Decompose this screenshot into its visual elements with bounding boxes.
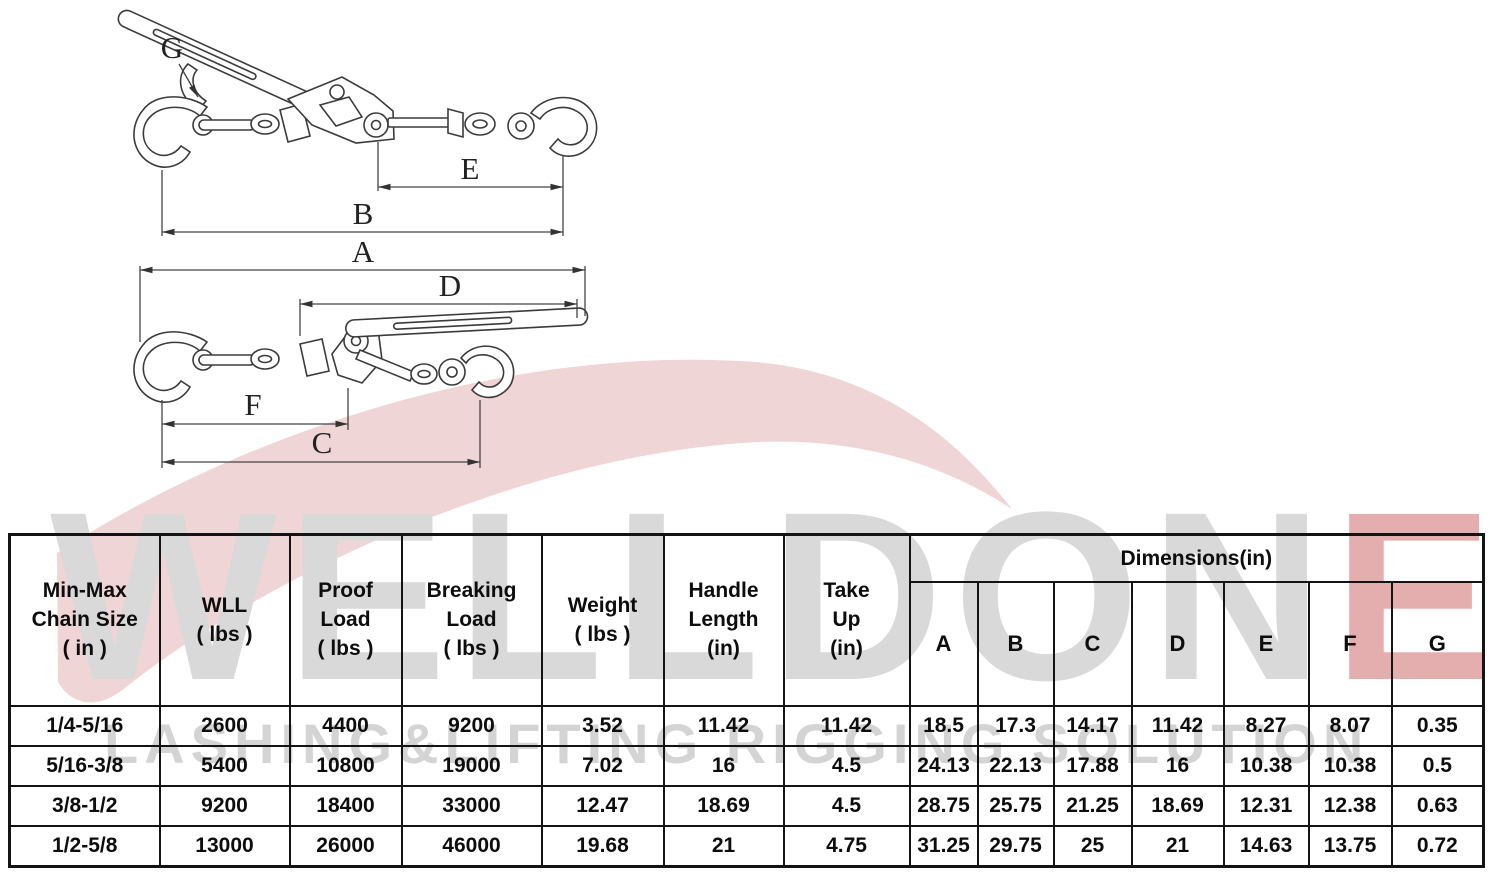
header-dim-b: B [976, 581, 1055, 707]
dimension-label-d: D [439, 268, 461, 303]
spec-cell: 18.69 [1130, 785, 1225, 827]
spec-cell: 19000 [400, 745, 543, 787]
dimension-label-g: G [161, 30, 183, 65]
spec-cell: 12.47 [540, 785, 665, 827]
header-take-up: Take Up (in) [782, 533, 911, 707]
spec-cell: 0.72 [1390, 825, 1485, 868]
spec-cell: 9200 [158, 785, 291, 827]
spec-cell: 8.27 [1222, 705, 1310, 747]
spec-cell: 11.42 [782, 705, 911, 747]
spec-cell: 4400 [288, 705, 403, 747]
spec-cell: 24.13 [908, 745, 979, 787]
dimension-label-f: F [244, 387, 261, 422]
dimension-label-a: A [352, 234, 375, 269]
spec-cell: 22.13 [976, 745, 1055, 787]
spec-cell: 10800 [288, 745, 403, 787]
spec-cell: 10.38 [1307, 745, 1393, 787]
spec-cell: 13.75 [1307, 825, 1393, 868]
spec-cell: 18.69 [662, 785, 785, 827]
header-dim-f: F [1307, 581, 1393, 707]
header-proof-load: Proof Load ( lbs ) [288, 533, 403, 707]
spec-cell: 21 [662, 825, 785, 868]
spec-cell: 28.75 [908, 785, 979, 827]
header-breaking-load: Breaking Load ( lbs ) [400, 533, 543, 707]
spec-cell: 5/16-3/8 [8, 745, 161, 787]
spec-cell: 9200 [400, 705, 543, 747]
spec-cell: 29.75 [976, 825, 1055, 868]
spec-cell: 0.5 [1390, 745, 1485, 787]
spec-cell: 12.38 [1307, 785, 1393, 827]
spec-cell: 31.25 [908, 825, 979, 868]
spec-cell: 4.5 [782, 745, 911, 787]
spec-cell: 21.25 [1052, 785, 1133, 827]
spec-cell: 19.68 [540, 825, 665, 868]
spec-cell: 18400 [288, 785, 403, 827]
spec-cell: 11.42 [1130, 705, 1225, 747]
header-wll: WLL ( lbs ) [158, 533, 291, 707]
spec-cell: 25.75 [976, 785, 1055, 827]
spec-cell: 7.02 [540, 745, 665, 787]
spec-cell: 0.35 [1390, 705, 1485, 747]
header-chain-size: Min-Max Chain Size ( in ) [8, 533, 161, 707]
binder-technical-drawing: G E B A D F C [117, 9, 598, 468]
dimension-lines: G E B A D F C [139, 30, 586, 468]
spec-table: Min-Max Chain Size ( in ) WLL ( lbs ) Pr… [8, 533, 1486, 868]
spec-cell: 1/4-5/16 [8, 705, 161, 747]
spec-cell: 11.42 [662, 705, 785, 747]
header-dim-a: A [908, 581, 979, 707]
spec-cell: 25 [1052, 825, 1133, 868]
header-dimensions: Dimensions(in) [908, 533, 1485, 583]
spec-cell: 3/8-1/2 [8, 785, 161, 827]
spec-cell: 8.07 [1307, 705, 1393, 747]
header-dim-e: E [1222, 581, 1310, 707]
spec-cell: 18.5 [908, 705, 979, 747]
spec-cell: 17.3 [976, 705, 1055, 747]
spec-cell: 10.38 [1222, 745, 1310, 787]
spec-cell: 16 [1130, 745, 1225, 787]
header-handle-length: Handle Length (in) [662, 533, 785, 707]
spec-cell: 12.31 [1222, 785, 1310, 827]
spec-cell: 4.75 [782, 825, 911, 868]
spec-cell: 21 [1130, 825, 1225, 868]
spec-cell: 0.63 [1390, 785, 1485, 827]
header-weight: Weight ( lbs ) [540, 533, 665, 707]
spec-cell: 17.88 [1052, 745, 1133, 787]
spec-cell: 4.5 [782, 785, 911, 827]
spec-cell: 14.63 [1222, 825, 1310, 868]
spec-cell: 26000 [288, 825, 403, 868]
binder-open-drawing [117, 9, 598, 168]
spec-cell: 16 [662, 745, 785, 787]
dimension-label-b: B [353, 196, 374, 231]
spec-cell: 46000 [400, 825, 543, 868]
spec-cell: 1/2-5/8 [8, 825, 161, 868]
header-dim-d: D [1130, 581, 1225, 707]
dimension-label-e: E [461, 151, 480, 186]
binder-closed-drawing [133, 307, 589, 403]
spec-cell: 13000 [158, 825, 291, 868]
spec-cell: 3.52 [540, 705, 665, 747]
spec-cell: 5400 [158, 745, 291, 787]
spec-cell: 2600 [158, 705, 291, 747]
header-dim-g: G [1390, 581, 1485, 707]
swoosh-shape [57, 359, 1012, 703]
spec-cell: 14.17 [1052, 705, 1133, 747]
spec-cell: 33000 [400, 785, 543, 827]
header-dim-c: C [1052, 581, 1133, 707]
dimension-label-c: C [312, 425, 333, 460]
grab-hook-art [133, 96, 280, 168]
